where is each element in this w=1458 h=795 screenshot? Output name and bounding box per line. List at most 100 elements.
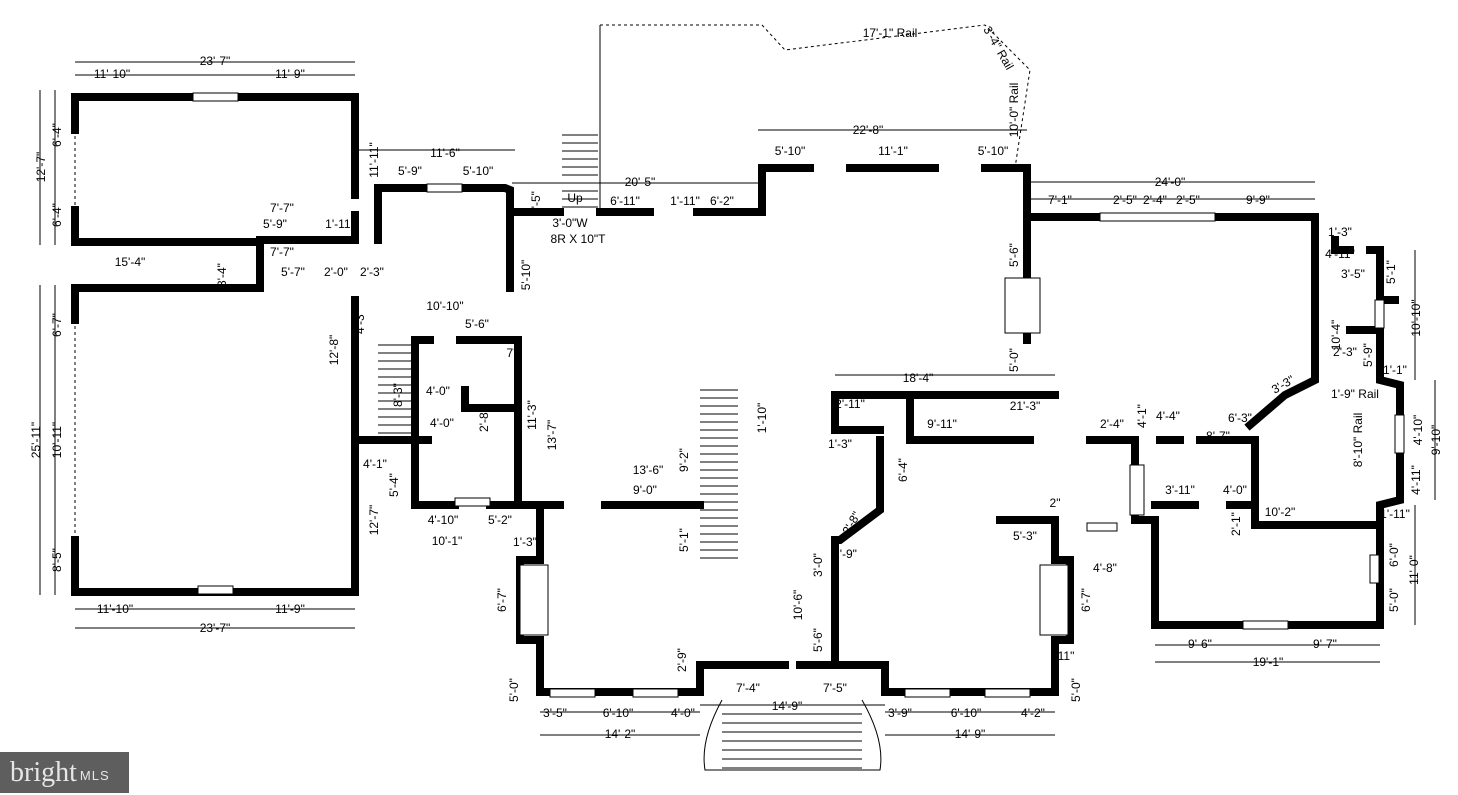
dimension-label: 8'-3" — [391, 383, 405, 407]
wall — [796, 516, 1074, 696]
dimension-label: 11'-10" — [97, 602, 133, 616]
dimension-label: 5'-2" — [488, 513, 512, 527]
dimension-label: 1'-3" — [1328, 225, 1352, 239]
dimension-label: 2'-0" — [324, 265, 348, 279]
dimension-label: 4'-10" — [428, 513, 459, 527]
dimension-label: 8R X 10"T — [551, 232, 607, 246]
dimension-labels: 23'-7"11'-10"11'-9"12'-7"6'-4"6'-4"15'-4… — [29, 24, 1443, 741]
dimension-label: 9'-7" — [1313, 637, 1337, 651]
dimension-label: 4'-4" — [1156, 409, 1180, 423]
dimension-label: 10'-11" — [50, 422, 64, 458]
window — [904, 688, 951, 698]
dimension-lines — [39, 24, 1436, 771]
window — [1369, 554, 1380, 584]
dimension-label: 10'-0" Rail — [1007, 83, 1021, 138]
dimension-label: 1'-3" — [513, 535, 537, 549]
dimension-label: 9'-11" — [927, 417, 957, 431]
dimension-label: 7'-7" — [270, 245, 294, 259]
dimension-label: 10'-10" — [1409, 299, 1423, 336]
dimension-label: 4'-0" — [430, 416, 454, 430]
dimension-label: 4'-0" — [1223, 483, 1247, 497]
dimension-label: 20'-5" — [625, 175, 656, 189]
dimension-label: 11'-9" — [275, 602, 305, 616]
dimension-label: 24'-0" — [1155, 175, 1186, 189]
wall — [411, 336, 459, 509]
dimension-label: 9'-2" — [677, 448, 691, 472]
dimension-label: 2'-4" — [1143, 193, 1167, 207]
dimension-label: 11'-9" — [275, 67, 305, 81]
window — [632, 688, 679, 698]
dimension-label: 11'-10" — [94, 67, 130, 81]
dimension-label: 8'-7" — [1206, 429, 1230, 443]
dimension-label: 9'-6" — [1188, 637, 1212, 651]
dimension-label: 2" — [1050, 496, 1061, 510]
dimension-label: 14'-2" — [605, 727, 636, 741]
dimension-label: 5'-0" — [507, 678, 521, 702]
dimension-label: 5'-0" — [1007, 348, 1021, 372]
dimension-label: 12'-7" — [34, 152, 48, 183]
dimension-label: 1'-10" — [755, 403, 769, 434]
window — [197, 585, 234, 595]
dimension-label: 17'-1" Rail — [863, 26, 918, 40]
window — [192, 92, 239, 102]
dimension-label: 10'-4" — [1329, 320, 1343, 351]
dimension-label: 21'-3" — [1010, 399, 1041, 413]
dimension-label: 7'-1" — [1048, 193, 1072, 207]
wall — [71, 93, 359, 199]
dimension-label: 3'-5" — [1341, 267, 1365, 281]
dimension-label: 6'-10" — [951, 706, 982, 720]
dimension-label: 5'-1" — [1384, 260, 1398, 284]
dimension-label: 6'-11" — [610, 194, 640, 208]
dimension-label: 11'-1" — [878, 144, 908, 158]
dimension-label: 5'-1" — [677, 528, 691, 552]
dimension-label: 23'-7" — [200, 54, 231, 68]
dimension-label: 4'-1" — [363, 457, 387, 471]
dimension-label: 3'-5" — [543, 706, 567, 720]
dimension-label: 3'-11" — [1165, 483, 1195, 497]
dimension-label: 3'-4" Rail — [980, 24, 1016, 72]
dimension-label: 5'-0" — [1069, 678, 1083, 702]
wall — [1023, 213, 1319, 431]
dimension-label: 2'-9" — [675, 648, 689, 672]
dimension-label: 6'-7" — [50, 313, 64, 337]
dimension-label: 19'-1" — [1253, 655, 1284, 669]
dimension-label: 11" — [1058, 649, 1075, 663]
dimension-label: 9'-0" — [633, 483, 657, 497]
walls — [71, 92, 1405, 698]
dimension-label: 2'-4" — [1100, 417, 1124, 431]
dimension-label: 11'-11" — [367, 142, 381, 177]
dimension-label: 15'-4" — [115, 255, 146, 269]
bright-mls-logo: bright MLS — [0, 752, 129, 793]
dimension-label: 1'-9" — [833, 547, 857, 561]
dimension-label: 10'-10" — [426, 299, 463, 313]
entry-steps-outline — [703, 699, 882, 771]
dimension-label: 2'-5" — [1113, 193, 1137, 207]
dimension-label: 1'-3" — [828, 437, 852, 451]
dimension-label: 6'-4" — [896, 458, 910, 482]
dimension-label: 4'-1" — [1135, 404, 1149, 428]
dimension-label: 4'-2" — [1021, 706, 1045, 720]
dimension-label: 5'-10" — [775, 144, 806, 158]
dimension-label: 5'-6" — [1007, 243, 1021, 267]
dimension-label: 7" — [507, 346, 518, 360]
logo-brand: bright — [10, 756, 77, 788]
dimension-label: 7'-7" — [270, 201, 294, 215]
dimension-label: 6'-0" — [1387, 543, 1401, 567]
window — [1099, 212, 1216, 222]
dimension-label: 11'-6" — [430, 146, 460, 160]
logo-suffix: MLS — [79, 768, 110, 783]
dimension-label: 5'-3" — [1013, 529, 1037, 543]
dimension-label: 6'-7" — [495, 588, 509, 612]
dimension-label: 14'-9" — [772, 699, 803, 713]
window — [549, 688, 596, 698]
dimension-label: 3'-9" — [888, 706, 912, 720]
fireplace — [1129, 464, 1145, 516]
dimension-label: 23'-7" — [200, 621, 231, 635]
dimension-label: 10'-1" — [432, 534, 463, 548]
dimension-label: 4'-3" — [353, 310, 367, 334]
dimension-label: 4'-0" — [426, 384, 450, 398]
dimension-label: 2'-11" — [835, 397, 865, 411]
dimension-label: 13'-6" — [633, 463, 664, 477]
wall — [71, 436, 359, 596]
